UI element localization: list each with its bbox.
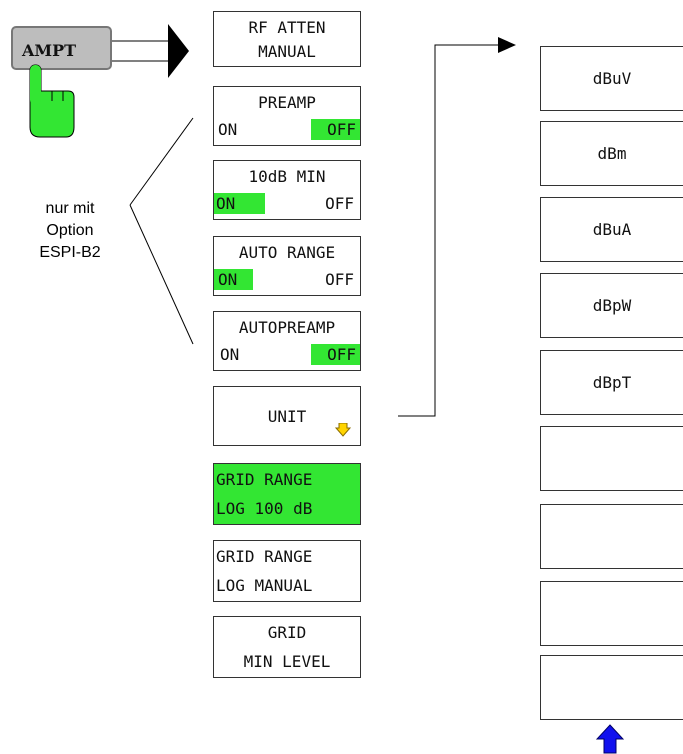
pointing-hand-icon: [29, 64, 75, 138]
ampt-key-label: AMPT: [22, 41, 77, 60]
10db-min-off-option: OFF: [325, 194, 354, 213]
softkey-label-line1: AUTO RANGE: [238, 243, 336, 262]
softkey-label-line2: MANUAL: [258, 42, 316, 61]
softkey-unit-dbua[interactable]: dBuA: [540, 197, 683, 262]
softkey-label-line1: PREAMP: [258, 93, 316, 112]
softkey-empty-6[interactable]: [540, 426, 683, 491]
softkey-autopreamp[interactable]: AUTOPREAMP ON OFF: [213, 311, 361, 371]
softkey-label-line1: AUTOPREAMP: [238, 318, 336, 337]
up-arrow-icon[interactable]: [596, 724, 624, 754]
softkey-rf-atten-manual[interactable]: RF ATTEN MANUAL: [213, 11, 361, 67]
softkey-unit-dbpt[interactable]: dBpT: [540, 350, 683, 415]
note-line-2: Option: [46, 222, 94, 239]
autopreamp-on-option: ON: [220, 345, 240, 364]
softkey-label-line2: LOG 100 dB: [216, 499, 313, 518]
10db-min-on-option: ON: [214, 193, 266, 214]
softkey-label: dBpW: [592, 296, 632, 315]
softkey-grid-range-manual[interactable]: GRID RANGE LOG MANUAL: [213, 540, 361, 602]
autopreamp-off-option: OFF: [311, 344, 360, 365]
softkey-unit-dbm[interactable]: dBm: [540, 121, 683, 186]
softkey-label: dBpT: [592, 373, 632, 392]
down-arrow-icon: [335, 423, 351, 437]
preamp-off-option: OFF: [311, 119, 360, 140]
note-line-1: nur mit: [45, 200, 95, 217]
ampt-hardkey[interactable]: [11, 26, 112, 70]
softkey-unit[interactable]: UNIT: [213, 386, 361, 446]
option-note: nur mit Option ESPI-B2: [25, 198, 115, 264]
menu-pointer-arrow: [168, 24, 189, 78]
softkey-empty-8[interactable]: [540, 581, 683, 646]
submenu-pointer-arrow: [498, 37, 516, 53]
softkey-label: dBuV: [592, 69, 632, 88]
softkey-label: dBuA: [592, 220, 632, 239]
softkey-grid-min-level[interactable]: GRID MIN LEVEL: [213, 616, 361, 678]
softkey-label-line1: GRID RANGE: [216, 547, 313, 566]
softkey-preamp[interactable]: PREAMP ON OFF: [213, 86, 361, 146]
softkey-label-line1: 10dB MIN: [248, 167, 326, 186]
softkey-label-line2: MIN LEVEL: [243, 652, 331, 671]
note-line-3: ESPI-B2: [39, 244, 101, 261]
softkey-label-line1: GRID RANGE: [216, 470, 313, 489]
softkey-unit-dbuv[interactable]: dBuV: [540, 46, 683, 111]
softkey-unit-dbpw[interactable]: dBpW: [540, 273, 683, 338]
softkey-empty-9[interactable]: [540, 655, 683, 720]
softkey-empty-7[interactable]: [540, 504, 683, 569]
softkey-grid-range-100db[interactable]: GRID RANGE LOG 100 dB: [213, 463, 361, 525]
softkey-auto-range[interactable]: AUTO RANGE ON OFF: [213, 236, 361, 296]
auto-range-off-option: OFF: [325, 270, 354, 289]
preamp-on-option: ON: [218, 120, 238, 139]
softkey-label: dBm: [597, 144, 627, 163]
softkey-10db-min[interactable]: 10dB MIN ON OFF: [213, 160, 361, 220]
softkey-label-line2: LOG MANUAL: [216, 576, 313, 595]
auto-range-on-option: ON: [214, 269, 254, 290]
softkey-label-line1: GRID: [267, 623, 307, 642]
softkey-label-line1: UNIT: [267, 407, 307, 426]
softkey-label-line1: RF ATTEN: [248, 18, 326, 37]
